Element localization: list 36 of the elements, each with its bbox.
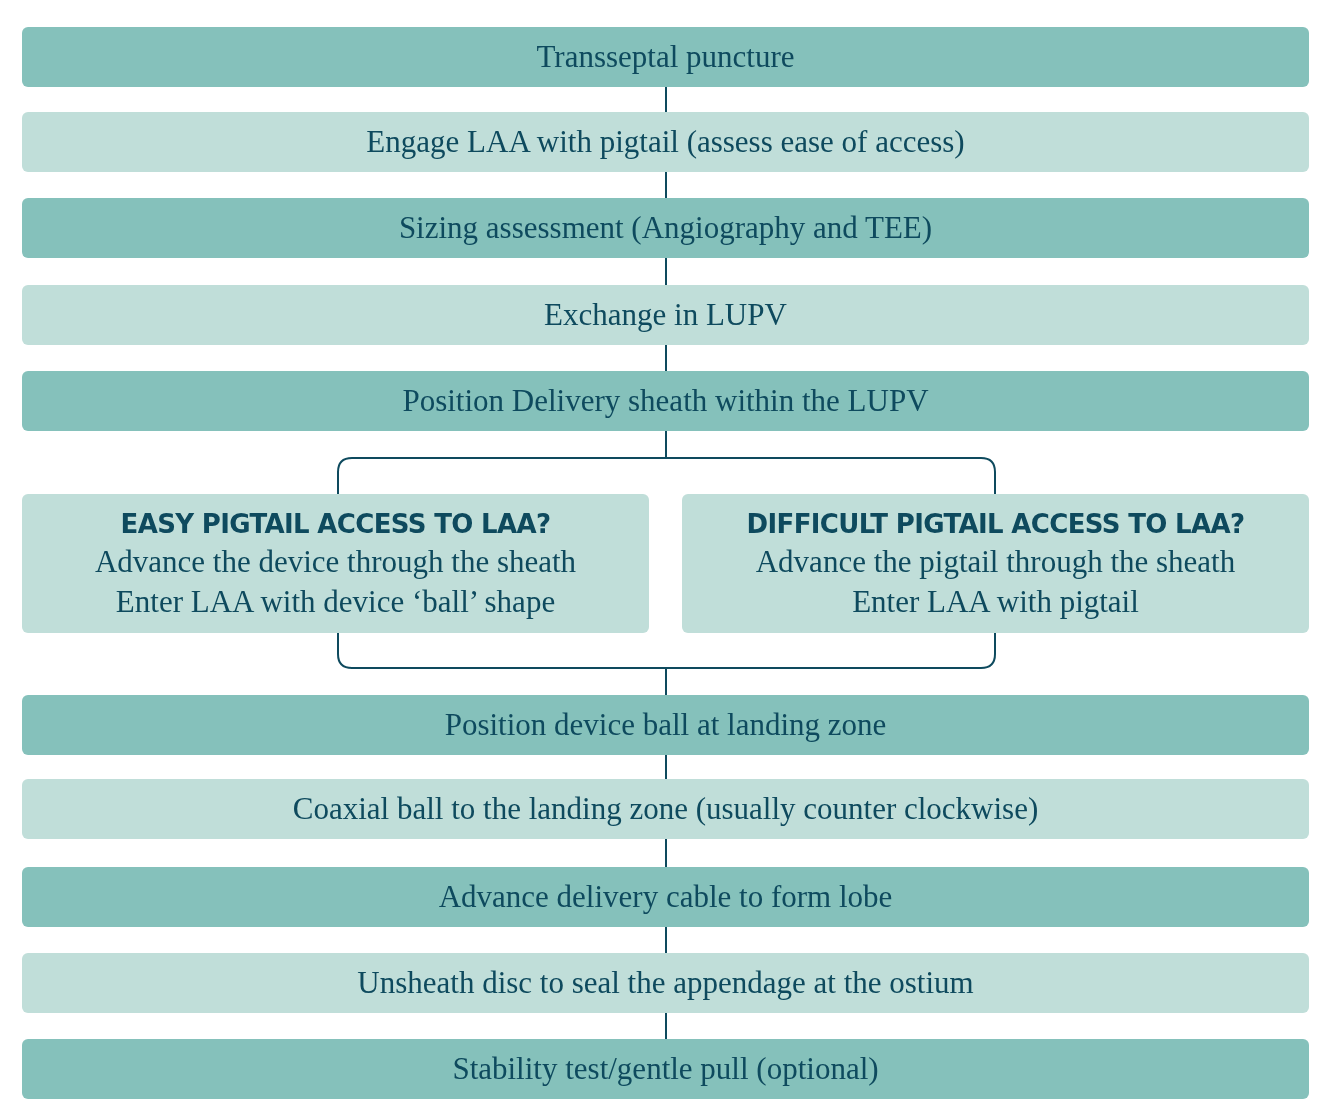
step-text: Transseptal puncture bbox=[536, 38, 795, 76]
decision-box bbox=[22, 494, 649, 633]
decision-box bbox=[682, 494, 1309, 633]
connector-line bbox=[665, 754, 667, 780]
instruction-text: Advance the pigtail through the sheath bbox=[755, 542, 1236, 581]
connector-line bbox=[665, 171, 667, 199]
step-text: Coaxial ball to the landing zone (usually counter clockwise) bbox=[292, 790, 1039, 828]
step-text: Stability test/gentle pull (optional) bbox=[452, 1050, 879, 1088]
connector-line bbox=[665, 86, 667, 113]
connector-line bbox=[665, 926, 667, 954]
step-box bbox=[22, 285, 1309, 345]
connector-line bbox=[665, 344, 667, 372]
step-box bbox=[22, 1039, 1309, 1099]
instruction-text: Advance the device through the sheath bbox=[94, 542, 577, 581]
step-text: Advance delivery cable to form lobe bbox=[438, 878, 893, 916]
step-text: Engage LAA with pigtail (assess ease of access) bbox=[366, 123, 965, 161]
step-text: Position Delivery sheath within the LUPV bbox=[402, 382, 929, 420]
instruction-text: Enter LAA with pigtail bbox=[852, 582, 1139, 621]
step-text: Position device ball at landing zone bbox=[444, 706, 887, 744]
step-box bbox=[22, 371, 1309, 431]
connector-line bbox=[665, 838, 667, 868]
connector-line bbox=[665, 257, 667, 286]
step-box bbox=[22, 695, 1309, 755]
step-box bbox=[22, 27, 1309, 87]
step-box bbox=[22, 112, 1309, 172]
connector-line bbox=[665, 1012, 667, 1040]
instruction-text: Enter LAA with device ‘ball’ shape bbox=[115, 582, 556, 621]
step-box bbox=[22, 198, 1309, 258]
step-box bbox=[22, 953, 1309, 1013]
step-text: Sizing assessment (Angiography and TEE) bbox=[398, 209, 933, 247]
step-box bbox=[22, 779, 1309, 839]
decision-heading: DIFFICULT PIGTAIL ACCESS TO LAA? bbox=[746, 507, 1245, 541]
step-text: Exchange in LUPV bbox=[544, 296, 787, 334]
step-text: Unsheath disc to seal the appendage at the ostium bbox=[357, 964, 974, 1002]
decision-heading: EASY PIGTAIL ACCESS TO LAA? bbox=[120, 507, 551, 541]
step-box bbox=[22, 867, 1309, 927]
